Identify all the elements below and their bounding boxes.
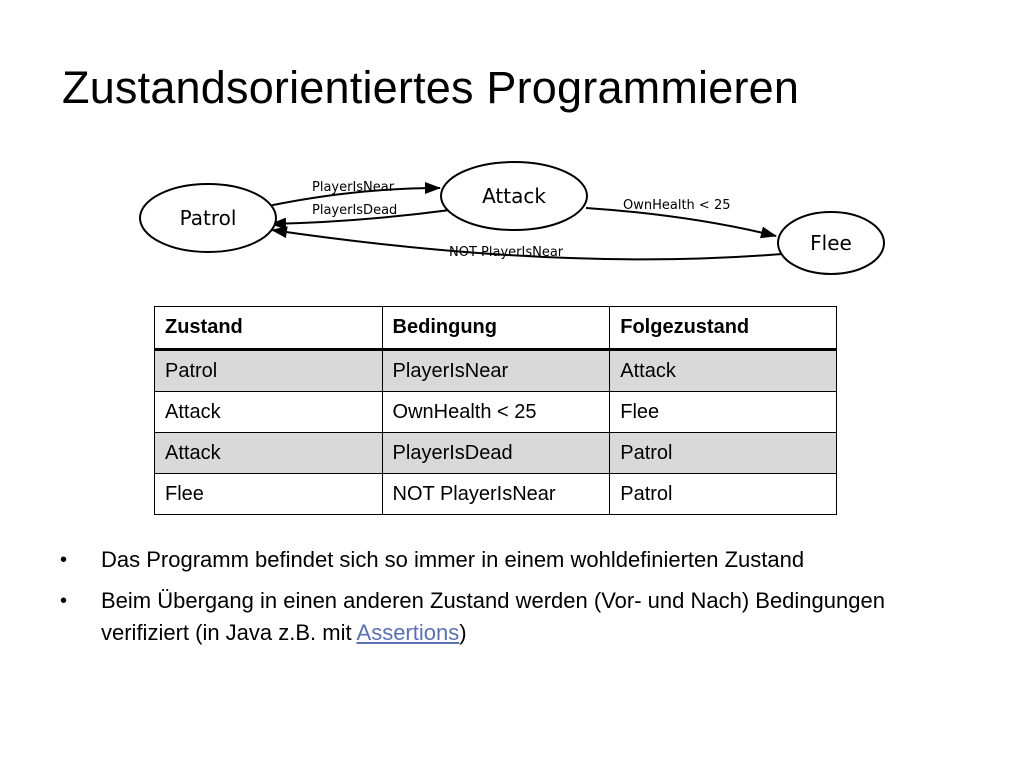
- column-header-zustand: Zustand: [154, 306, 383, 350]
- bullet-text: Das Programm befindet sich so immer in e…: [101, 547, 805, 572]
- transition-patrol-attack: [267, 182, 441, 207]
- transition-label-patrol-attack: PlayerIsNear: [312, 180, 395, 195]
- table-row: Patrol PlayerIsNear Attack: [154, 349, 837, 392]
- column-header-bedingung: Bedingung: [381, 306, 611, 350]
- state-node-flee: Flee: [777, 211, 885, 275]
- transition-attack-flee: [585, 207, 777, 239]
- transition-label-attack-flee: OwnHealth < 25: [623, 198, 731, 213]
- column-header-folgezustand: Folgezustand: [609, 306, 837, 350]
- table-row: Attack PlayerIsDead Patrol: [154, 432, 837, 474]
- table-cell: Patrol: [609, 473, 837, 515]
- table-cell: Attack: [154, 432, 383, 474]
- table-header-row: Zustand Bedingung Folgezustand: [154, 306, 837, 350]
- table-cell: Attack: [609, 349, 837, 392]
- transition-attack-patrol: [270, 209, 451, 230]
- bullet-icon: •: [60, 590, 68, 612]
- table-cell: Patrol: [154, 349, 383, 392]
- state-label-patrol: Patrol: [180, 206, 237, 230]
- bullet-text-end: ): [459, 620, 467, 645]
- table-cell: NOT PlayerIsNear: [381, 473, 611, 515]
- table-cell: Flee: [609, 391, 837, 433]
- state-node-patrol: Patrol: [139, 183, 277, 253]
- transition-label-flee-patrol: NOT PlayerIsNear: [449, 245, 564, 260]
- state-label-attack: Attack: [482, 184, 546, 208]
- state-label-flee: Flee: [810, 231, 852, 255]
- bullet-text: Beim Übergang in einen anderen Zustand w…: [101, 588, 885, 645]
- table-cell: Flee: [154, 473, 383, 515]
- slide-title: Zustandsorientiertes Programmieren: [62, 62, 800, 113]
- assertions-link[interactable]: Assertions: [356, 620, 460, 645]
- table-cell: PlayerIsDead: [381, 432, 611, 474]
- table-cell: Patrol: [609, 432, 837, 474]
- table-cell: PlayerIsNear: [381, 349, 611, 392]
- state-transition-table: Zustand Bedingung Folgezustand Patrol Pl…: [154, 306, 837, 515]
- transition-flee-patrol: [271, 226, 783, 261]
- bullet-item-2: • Beim Übergang in einen anderen Zustand…: [60, 585, 960, 649]
- bullet-list: • Das Programm befindet sich so immer in…: [60, 544, 960, 658]
- bullet-item-1: • Das Programm befindet sich so immer in…: [60, 544, 960, 576]
- table-row: Flee NOT PlayerIsNear Patrol: [154, 473, 837, 515]
- table-cell: OwnHealth < 25: [381, 391, 611, 433]
- state-diagram: Patrol Attack Flee PlayerIsNear PlayerIs…: [139, 161, 885, 275]
- state-node-attack: Attack: [440, 161, 588, 231]
- table-row: Attack OwnHealth < 25 Flee: [154, 391, 837, 433]
- bullet-icon: •: [60, 549, 68, 571]
- transition-label-attack-patrol: PlayerIsDead: [312, 203, 397, 218]
- table-cell: Attack: [154, 391, 383, 433]
